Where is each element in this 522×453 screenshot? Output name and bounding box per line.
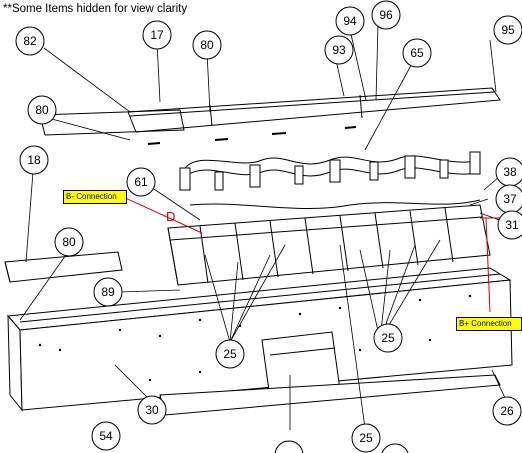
view-clarity-note: **Some Items hidden for view clarity [3, 3, 188, 15]
balloon-61 [126, 167, 156, 197]
balloon-number: 95 [501, 23, 515, 37]
balloon-number: 25 [223, 347, 237, 361]
balloon-25-right [373, 323, 403, 353]
battery-bank [167, 204, 491, 286]
balloon-54 [91, 421, 121, 451]
balloon-number: 30 [145, 403, 159, 417]
balloon-number: 38 [503, 165, 517, 179]
leader-lines [19, 23, 506, 430]
balloon-number: 82 [23, 34, 37, 48]
balloon-number: 61 [134, 175, 148, 189]
top-plate-80 [39, 109, 185, 136]
balloon-93 [324, 35, 354, 65]
balloon-65 [402, 38, 432, 68]
balloon-94 [335, 6, 365, 36]
balloon-partial-2 [381, 443, 409, 453]
balloon-25-left [215, 339, 245, 369]
balloon-31 [497, 210, 522, 240]
balloon-number: 80 [62, 235, 76, 249]
top-cover-plate [127, 87, 501, 133]
red-leaders [120, 195, 500, 313]
balloon-96 [371, 0, 401, 30]
wire-harness [179, 151, 481, 209]
balloon-number: 94 [343, 14, 357, 28]
balloon-82 [15, 26, 45, 56]
balloon-number: 37 [503, 192, 517, 206]
b-plus-connection-callout: B+ Connection [456, 317, 522, 331]
b-minus-connection-callout: B- Connection [63, 190, 127, 204]
balloon-number: 18 [27, 153, 41, 167]
balloon-partial [274, 440, 304, 453]
side-plate-18 [4, 251, 123, 283]
balloon-17 [142, 20, 172, 50]
terminal-letter-d: D [166, 209, 175, 224]
balloon-number: 93 [332, 43, 346, 57]
balloon-labels: 82 17 80 94 96 95 93 65 80 18 61 38 37 3… [23, 8, 519, 445]
balloon-number: 25 [359, 431, 373, 445]
balloon-30 [137, 395, 167, 425]
balloon-number: 26 [500, 404, 514, 418]
fastener-dashes [147, 126, 357, 145]
balloon-80-top [192, 30, 222, 60]
balloon-number: 65 [410, 46, 424, 60]
balloon-number: 80 [35, 103, 49, 117]
tray-holes [38, 294, 482, 382]
balloon-80-mid [54, 227, 84, 257]
balloon-95 [493, 15, 522, 45]
balloon-number: 89 [101, 285, 115, 299]
balloon-80-left [27, 95, 57, 125]
part-balloons [15, 0, 522, 453]
balloon-number: 25 [381, 331, 395, 345]
balloon-number: 54 [99, 429, 113, 443]
balloon-25-bottom [351, 423, 381, 453]
balloon-26 [492, 396, 522, 426]
balloon-number: 96 [379, 8, 393, 22]
balloon-89 [93, 277, 123, 307]
balloon-number: 31 [505, 218, 519, 232]
balloon-18 [19, 145, 49, 175]
balloon-number: 80 [200, 38, 214, 52]
balloon-number: 17 [150, 28, 164, 42]
